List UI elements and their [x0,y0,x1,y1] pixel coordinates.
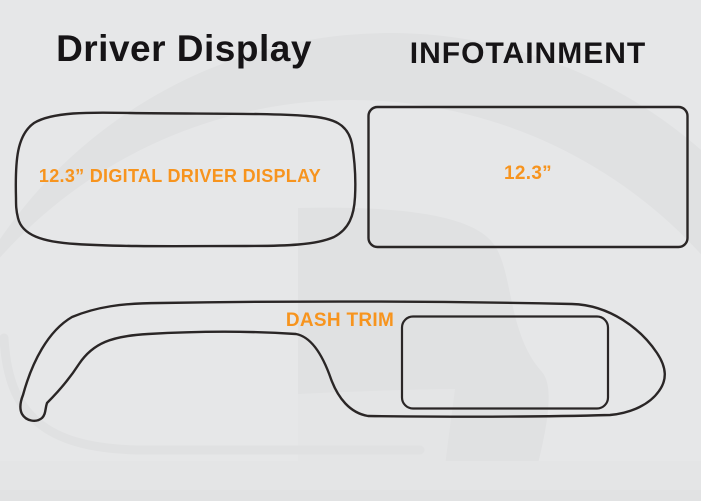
watermark-bottom-edge [0,490,701,501]
dash-trim-screen-cutout [400,315,610,410]
infotainment-title: INFOTAINMENT [409,37,647,70]
dash-trim-outline [19,300,666,422]
infotainment-screen-outline [367,105,689,249]
driver-display-size-label: 12.3” DIGITAL DRIVER DISPLAY [38,166,322,186]
driver-display-screen-outline [14,111,357,248]
watermark-corner-arc [0,333,425,455]
dash-trim-label: DASH TRIM [285,310,395,331]
driver-display-title: Driver Display [56,28,312,69]
infotainment-size-label: 12.3” [504,163,552,184]
